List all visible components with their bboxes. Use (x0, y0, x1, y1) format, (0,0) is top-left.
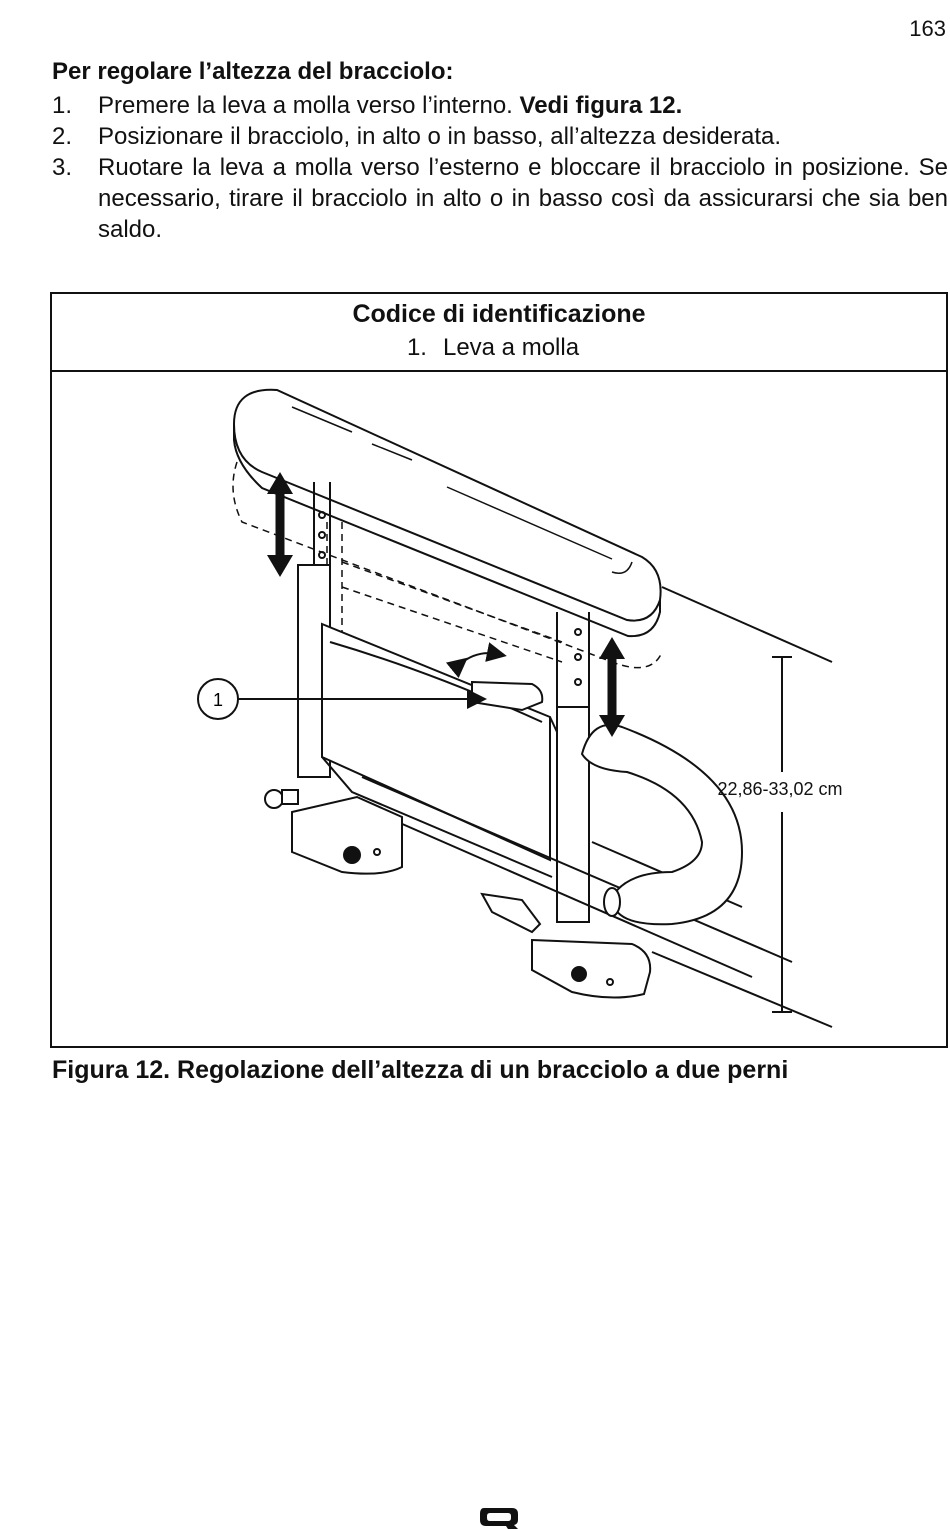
spring-lever (471, 680, 544, 712)
figure-reference: Vedi figura 12. (519, 92, 683, 119)
front-clamp (531, 938, 652, 999)
legend-item-label: Leva a molla (442, 334, 580, 361)
figure-box: Codice di identificazione 1. Leva a molla (50, 292, 948, 1048)
step-number: 1. (52, 92, 73, 119)
step-item: 2. Posizionare il bracciolo, in alto o i… (52, 121, 948, 152)
legend-item-number: 1. (406, 334, 427, 361)
armrest-pad (232, 388, 662, 622)
legend-title: Codice di identificazione (352, 300, 646, 328)
armrest-illustration: 1 22,86-33,02 cm (197, 388, 843, 1028)
figure-caption: Figura 12. Regolazione dell’altezza di u… (52, 1056, 789, 1084)
step-text: Premere la leva a molla verso l’interno. (98, 92, 520, 119)
step-number: 3. (52, 154, 73, 181)
front-tube (580, 723, 744, 926)
q-logo-icon (480, 1508, 518, 1529)
dimension-label: 22,86-33,02 cm (717, 779, 842, 799)
instruction-steps: 1. Premere la leva a molla verso l’inter… (52, 90, 948, 245)
step-number: 2. (52, 123, 73, 150)
instructions-heading: Per regolare l’altezza del bracciolo: (52, 58, 454, 85)
front-post (556, 706, 590, 923)
step-item: 3. Ruotare la leva a molla verso l’ester… (52, 152, 948, 245)
identification-legend: Codice di identificazione 1. Leva a molla (52, 294, 946, 372)
step-item: 1. Premere la leva a molla verso l’inter… (52, 90, 948, 121)
page-number: 163 (909, 16, 946, 41)
step-text: Posizionare il bracciolo, in alto o in b… (98, 123, 782, 150)
step-text: Ruotare la leva a molla verso l’esterno … (98, 154, 948, 243)
legend-item: 1. Leva a molla (52, 334, 946, 362)
callout-number: 1 (213, 690, 223, 710)
